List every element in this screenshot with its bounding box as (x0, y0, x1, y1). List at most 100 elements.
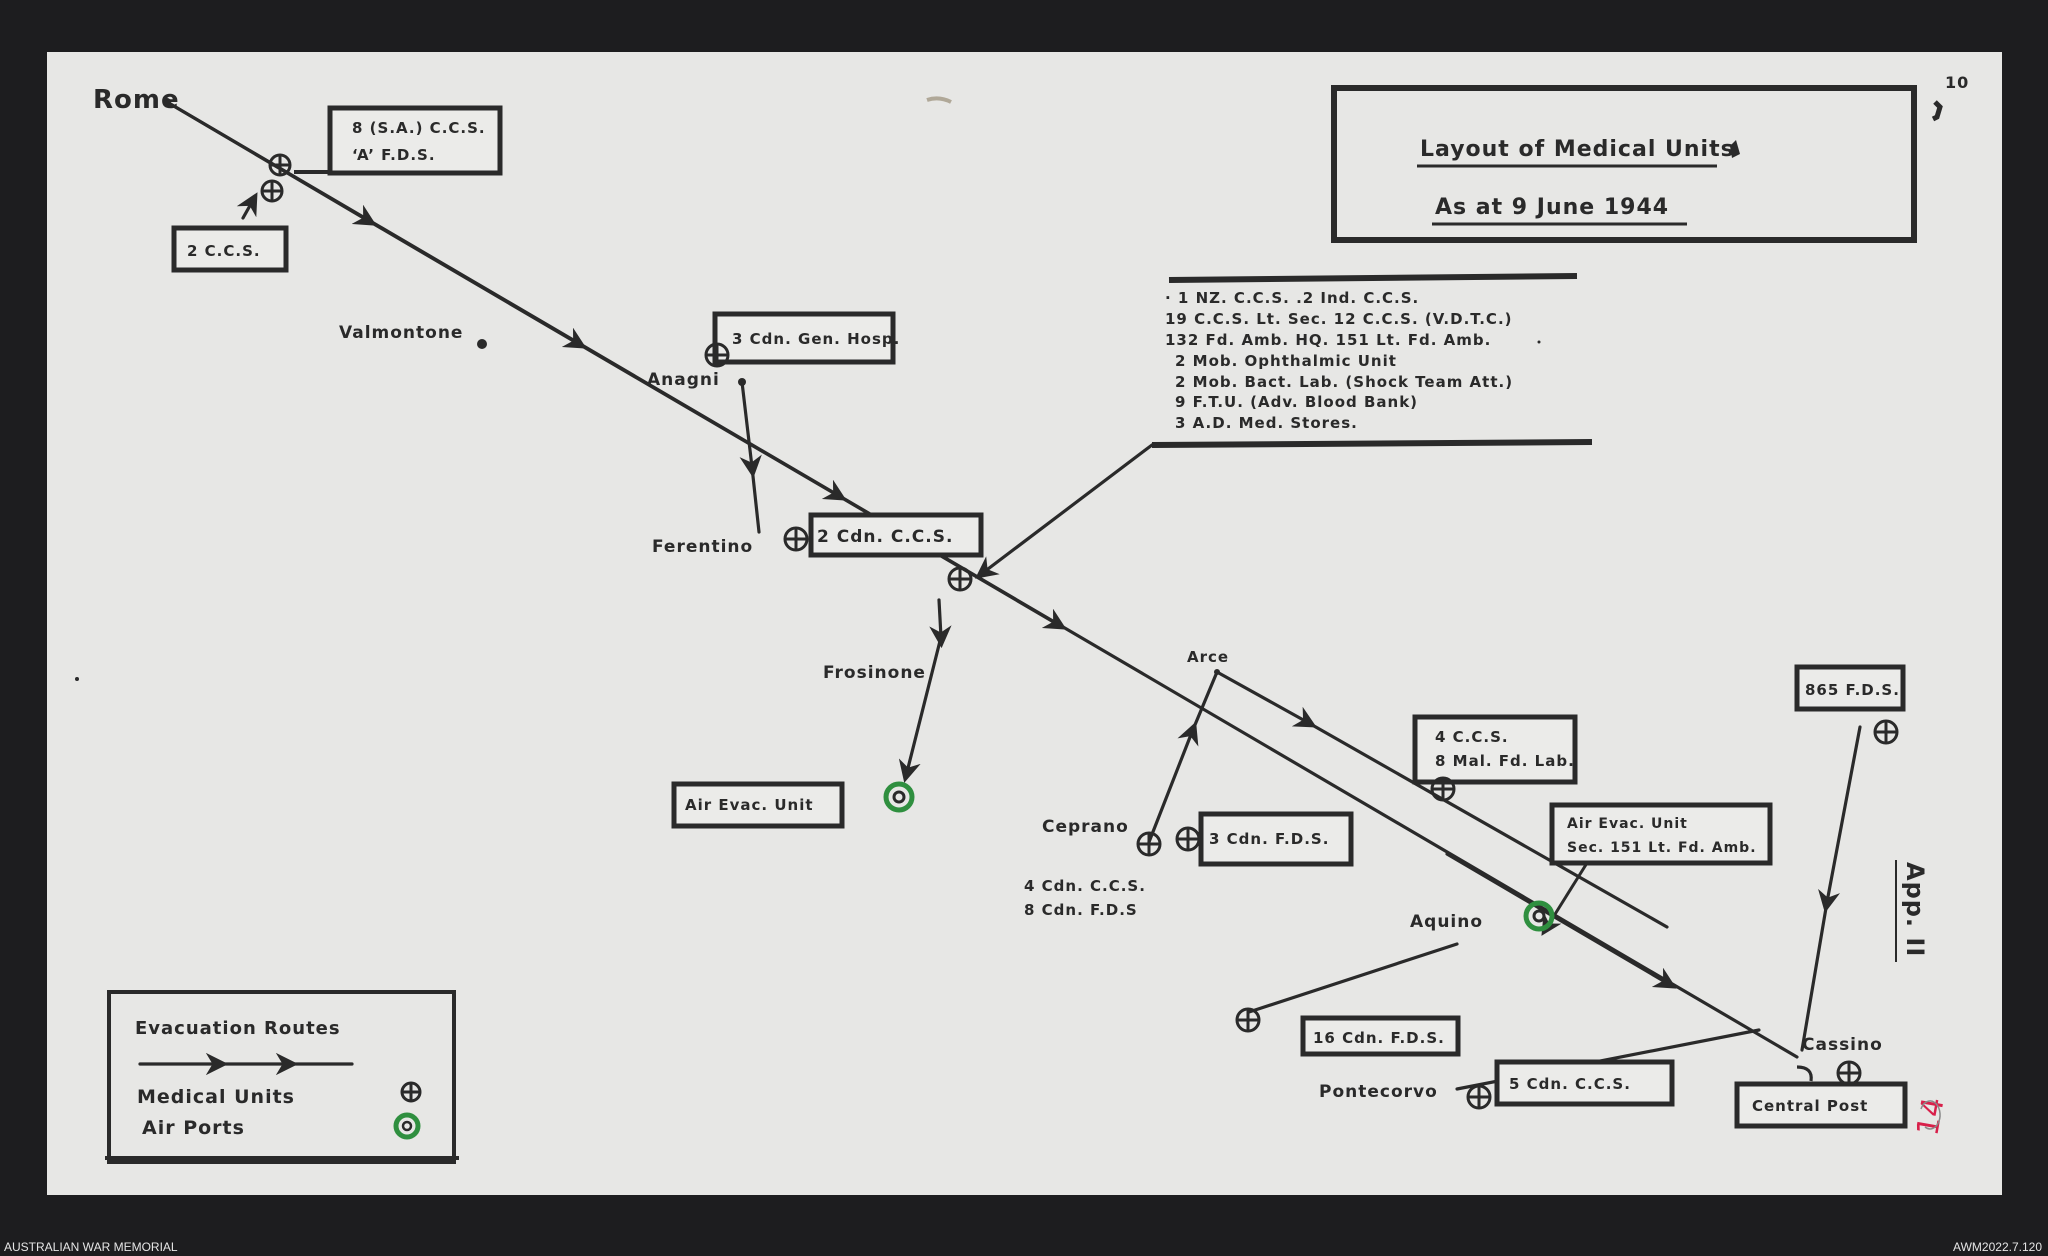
box-cdn-fds-16-label: 16 Cdn. F.D.S. (1313, 1029, 1445, 1047)
unit-list-line: 132 Fd. Amb. HQ. 151 Lt. Fd. Amb. (1165, 331, 1491, 349)
appendix-label: App. II (1901, 862, 1929, 957)
box-ccs-4: 4 C.C.S. 8 Mal. Fd. Lab. (1412, 714, 1578, 785)
box-air-evac-label: Air Evac. Unit (685, 796, 814, 814)
place-aquino: Aquino (1410, 912, 1483, 932)
place-ceprano: Ceprano (1042, 817, 1129, 837)
unit-list-line: 9 F.T.U. (Adv. Blood Bank) (1175, 393, 1418, 411)
ink-blot (1730, 140, 1740, 158)
place-rome: Rome (93, 85, 180, 115)
route-anagni (750, 465, 761, 534)
box-air-evac-sec: Air Evac. Unit Sec. 151 Lt. Fd. Amb. (1549, 802, 1773, 866)
place-anagni: Anagni (647, 370, 720, 390)
medical-unit-icon (1175, 826, 1201, 852)
box-cdn-ccs-5: 5 Cdn. C.C.S. (1494, 1059, 1675, 1107)
box-ccs-2-label: 2 C.C.S. (187, 242, 261, 260)
unit-list-line: 2 Mob. Ophthalmic Unit (1175, 352, 1397, 370)
box-ccs-4-line-1: 4 C.C.S. (1435, 728, 1509, 746)
legend: Evacuation Routes Medical Units Air Port… (105, 990, 459, 1164)
medical-unit-icon (268, 153, 292, 177)
medical-unit-icon (1466, 1084, 1492, 1110)
anagni-dot (738, 378, 746, 386)
route-arce-cassino (1305, 720, 1669, 929)
paper-stain (926, 96, 952, 104)
evacuation-routes (165, 100, 1862, 1091)
title-line-1: Layout of Medical Units (1420, 137, 1735, 162)
box-ccs-4-line-2: 8 Mal. Fd. Lab. (1435, 752, 1575, 770)
airport-icon (1523, 900, 1555, 932)
route-aquino (1247, 942, 1459, 1014)
title-box: Layout of Medical Units As at 9 June 194… (1331, 85, 1917, 243)
unit-list-line: 19 C.C.S. Lt. Sec. 12 C.C.S. (V.D.T.C.) (1165, 310, 1513, 328)
medical-units-map: Layout of Medical Units As at 9 June 194… (75, 73, 1969, 1164)
airport-marker-aquino (1523, 900, 1555, 932)
ink-mark (1931, 100, 1943, 122)
place-pontecorvo: Pontecorvo (1319, 1082, 1438, 1102)
unit-list-line: 2 Mob. Bact. Lab. (Shock Team Att.) (1175, 373, 1513, 391)
route-arrow (575, 341, 847, 501)
box-gen-hosp: 3 Cdn. Gen. Hosp. (712, 311, 900, 365)
ceprano-unit-1: 4 Cdn. C.C.S. (1024, 877, 1146, 895)
footer-credit: AUSTRALIAN WAR MEMORIAL (4, 1240, 178, 1254)
unit-list-line: · 1 NZ. C.C.S. .2 Ind. C.C.S. (1165, 289, 1419, 307)
box-air-evac: Air Evac. Unit (671, 781, 845, 829)
route-ceprano-arce (1147, 721, 1199, 844)
route-865-fds (1800, 900, 1829, 1052)
legend-air-ports-label: Air Ports (142, 1117, 245, 1139)
route-unit-list (975, 443, 1154, 579)
arce-dot (1214, 669, 1220, 675)
airport-icon (883, 781, 915, 813)
route-865-fds (1818, 725, 1862, 914)
ccs-pointer (236, 192, 258, 220)
pencil-loop (1920, 1100, 1941, 1130)
place-cassino: Cassino (1802, 1035, 1883, 1055)
stray-mark (1537, 340, 1541, 344)
legend-medical-unit-icon (400, 1081, 422, 1103)
legend-routes-label: Evacuation Routes (135, 1018, 341, 1039)
box-865-fds-label: 865 F.D.S. (1805, 681, 1900, 699)
medical-unit-icon (1235, 1007, 1261, 1033)
box-cdn-ccs-2-label: 2 Cdn. C.C.S. (817, 527, 953, 547)
unit-list: · 1 NZ. C.C.S. .2 Ind. C.C.S. 19 C.C.S. … (1151, 273, 1593, 448)
box-cdn-fds-3-label: 3 Cdn. F.D.S. (1209, 830, 1329, 848)
box-ccs-2: 2 C.C.S. (171, 225, 289, 273)
page-number: 10 (1945, 73, 1969, 92)
stray-mark (75, 677, 79, 681)
place-ferentino: Ferentino (652, 537, 753, 557)
medical-unit-icon (260, 179, 284, 203)
route-frosinone-air (929, 598, 952, 649)
box-air-evac-sec-line-1: Air Evac. Unit (1567, 816, 1688, 832)
medical-unit-icon (783, 526, 809, 552)
route-frosinone-air (898, 635, 943, 783)
pencil-sheet-number: 14 (1910, 1095, 1951, 1139)
valmontone-dot (477, 339, 487, 349)
box-cdn-fds-3: 3 Cdn. F.D.S. (1198, 811, 1354, 867)
legend-medical-units-label: Medical Units (137, 1086, 295, 1108)
ceprano-unit-2: 8 Cdn. F.D.S (1024, 901, 1138, 919)
route-arrow (165, 100, 377, 226)
place-valmontone: Valmontone (339, 323, 463, 343)
place-arce: Arce (1187, 648, 1229, 666)
box-sa-ccs: 8 (S.A.) C.C.S. ‘A’ F.D.S. (327, 105, 503, 176)
box-865-fds: 865 F.D.S. (1794, 664, 1906, 712)
cassino-hook (1796, 1065, 1813, 1082)
medical-unit-icon (704, 342, 730, 368)
place-frosinone: Frosinone (823, 663, 926, 683)
box-central-post: Central Post (1734, 1081, 1908, 1129)
medical-unit-markers (260, 153, 1899, 1110)
box-air-evac-sec-line-2: Sec. 151 Lt. Fd. Amb. (1567, 840, 1757, 856)
title-line-2: As at 9 June 1944 (1435, 195, 1669, 220)
box-sa-ccs-line-1: 8 (S.A.) C.C.S. (352, 119, 486, 137)
medical-unit-icon (947, 566, 973, 592)
map-sheet: Layout of Medical Units As at 9 June 194… (47, 52, 2002, 1195)
medical-unit-icon (1136, 831, 1162, 857)
medical-unit-icon (1873, 719, 1899, 745)
box-cdn-ccs-2: 2 Cdn. C.C.S. (808, 512, 984, 558)
medical-unit-icon (1836, 1060, 1862, 1086)
box-central-post-label: Central Post (1752, 1097, 1868, 1115)
box-cdn-fds-16: 16 Cdn. F.D.S. (1300, 1015, 1461, 1057)
box-cdn-ccs-5-label: 5 Cdn. C.C.S. (1509, 1075, 1631, 1093)
box-gen-hosp-label: 3 Cdn. Gen. Hosp. (732, 330, 900, 348)
route-anagni (739, 380, 762, 479)
unit-list-line: 3 A.D. Med. Stores. (1175, 414, 1358, 432)
route-ceprano-arce (1190, 670, 1219, 734)
